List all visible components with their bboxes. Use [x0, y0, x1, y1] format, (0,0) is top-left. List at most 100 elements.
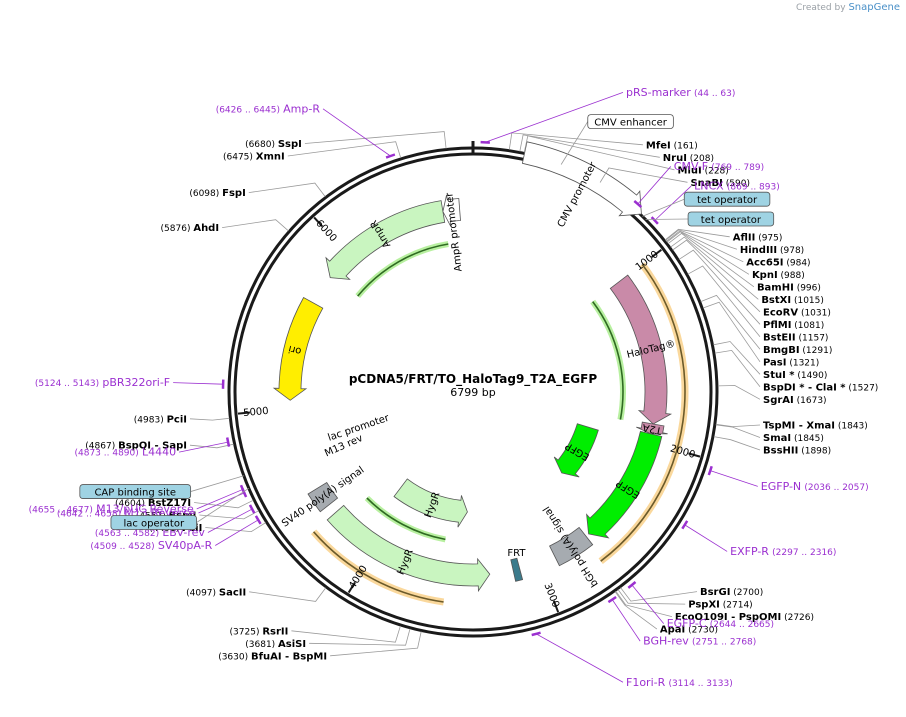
- restriction-site-label: NruI (208): [663, 153, 714, 164]
- primer-label: (4509 .. 4528) SV40pA-R: [90, 539, 212, 552]
- site-leader-line: [222, 219, 289, 232]
- restriction-site-label: (4867) BspQI - SapI: [85, 441, 187, 452]
- feature-arrow: [553, 423, 599, 478]
- restriction-site-label: (6680) SspI: [245, 139, 302, 150]
- primer-label: EGFP-N (2036 .. 2057): [761, 480, 869, 493]
- restriction-site-label: (3630) BfuAI - BspMI: [218, 651, 327, 662]
- credit-prefix: Created by: [796, 3, 846, 13]
- primer-leader-line: [710, 470, 758, 487]
- site-leader-line: [672, 239, 761, 313]
- orf-line: [592, 301, 624, 420]
- primer-label: F1ori-R (3114 .. 3133): [626, 676, 733, 689]
- restriction-site-label: BspDI * - ClaI * (1527): [763, 382, 878, 393]
- restriction-site-label: (5876) AhdI: [161, 223, 220, 234]
- orf-line: [357, 243, 449, 297]
- feature-arrow: [510, 557, 524, 582]
- feature-label: AmpR promoter: [444, 191, 464, 272]
- restriction-site-label: PspXI (2714): [688, 600, 753, 611]
- feature-box: [687, 211, 775, 227]
- primer-leader-line: [631, 584, 665, 624]
- feature-label: FRT: [507, 548, 526, 559]
- restriction-site-label: SmaI (1845): [763, 433, 824, 444]
- plasmid-name: pCDNA5/FRT/TO_HaloTag9_T2A_EGFP: [349, 372, 598, 387]
- site-leader-line: [291, 625, 401, 643]
- restriction-site-label: TspMI - XmaI (1843): [763, 420, 868, 431]
- restriction-site-label: StuI * (1490): [763, 370, 827, 381]
- site-leader-line: [664, 228, 730, 241]
- primer-mark: [707, 465, 713, 476]
- restriction-site-label: BsrGI (2700): [700, 587, 763, 598]
- tick-mark: [237, 411, 251, 415]
- site-leader-line: [330, 631, 422, 657]
- primer-mark: [241, 488, 248, 498]
- site-leader-line: [715, 423, 761, 428]
- restriction-site-label: (6475) XmnI: [223, 152, 285, 163]
- primer-label: (4655 .. 4677) M13/pUC Reverse: [29, 502, 194, 515]
- feature-arrow: [636, 421, 668, 435]
- site-leader-line: [667, 232, 755, 288]
- feature-box-label: tet operator: [697, 195, 758, 206]
- site-leader-line: [702, 301, 761, 363]
- site-leader-line: [666, 231, 750, 275]
- primer-leader-line: [611, 599, 641, 642]
- restriction-site-label: BssHII (1898): [763, 445, 831, 456]
- primer-mark: [627, 581, 637, 589]
- feature-arrow: [442, 194, 461, 227]
- primer-leader-line: [684, 524, 728, 552]
- restriction-site-label: BstXI (1015): [761, 295, 824, 306]
- feature-arrow: [586, 430, 663, 539]
- primer-mark: [385, 153, 396, 159]
- feature-arrow: [326, 504, 491, 593]
- restriction-site-label: (3725) RsrII: [230, 626, 289, 637]
- restriction-site-label: PflMI (1081): [763, 320, 824, 331]
- site-leader-line: [304, 131, 447, 149]
- feature-leader-line: [560, 121, 589, 165]
- site-leader-line: [199, 510, 259, 520]
- restriction-site-label: (6098) FspI: [189, 188, 245, 199]
- site-leader-line: [670, 236, 759, 300]
- feature-label: T2A: [642, 421, 664, 436]
- site-leader-line: [713, 341, 761, 375]
- feature-box-label: tet operator: [701, 215, 762, 226]
- primer-leader-line: [322, 108, 391, 157]
- site-leader-line: [715, 424, 761, 438]
- restriction-site-label: KpnI (988): [752, 270, 805, 281]
- restriction-site-label: EcoO109I - PspOMI (2726): [675, 612, 814, 623]
- orf-line: [312, 531, 444, 603]
- feature-arrow: [549, 526, 594, 567]
- restriction-site-label: SnaBI (590): [690, 178, 749, 189]
- restriction-site-label: ApaI (2730): [660, 625, 718, 636]
- site-leader-line: [189, 417, 230, 421]
- feature-leader-line: [642, 198, 685, 217]
- tick-mark: [347, 581, 356, 594]
- restriction-site-label: (4983) PciI: [134, 414, 187, 425]
- feature-label: ori: [287, 343, 302, 357]
- tick-mark: [313, 216, 323, 228]
- site-leader-line: [523, 135, 675, 171]
- primer-leader-line: [654, 185, 692, 221]
- feature-box: [683, 191, 771, 207]
- primer-leader-line: [196, 489, 243, 510]
- feature-leader-line: [645, 218, 689, 220]
- site-leader-line: [620, 587, 698, 602]
- feature-arrow: [393, 478, 468, 528]
- primer-leader-line: [179, 441, 229, 453]
- primer-label: LNCX (869 .. 893): [694, 180, 780, 193]
- primer-label: CMV-F (769 .. 789): [674, 160, 764, 173]
- plasmid-length: 6799 bp: [450, 386, 495, 399]
- primer-label: (6426 .. 6445) Amp-R: [216, 102, 321, 115]
- restriction-site-label: BmgBI (1291): [763, 345, 832, 356]
- site-leader-line: [717, 385, 761, 400]
- created-by-credit: Created by SnapGene: [796, 2, 900, 13]
- primer-mark: [650, 216, 659, 225]
- restriction-site-label: SgrAI (1673): [763, 395, 827, 406]
- primer-leader-line: [215, 519, 259, 546]
- tick-mark: [552, 600, 560, 613]
- site-leader-line: [189, 443, 234, 449]
- restriction-site-label: BamHI (996): [757, 282, 821, 293]
- site-leader-line: [665, 229, 738, 250]
